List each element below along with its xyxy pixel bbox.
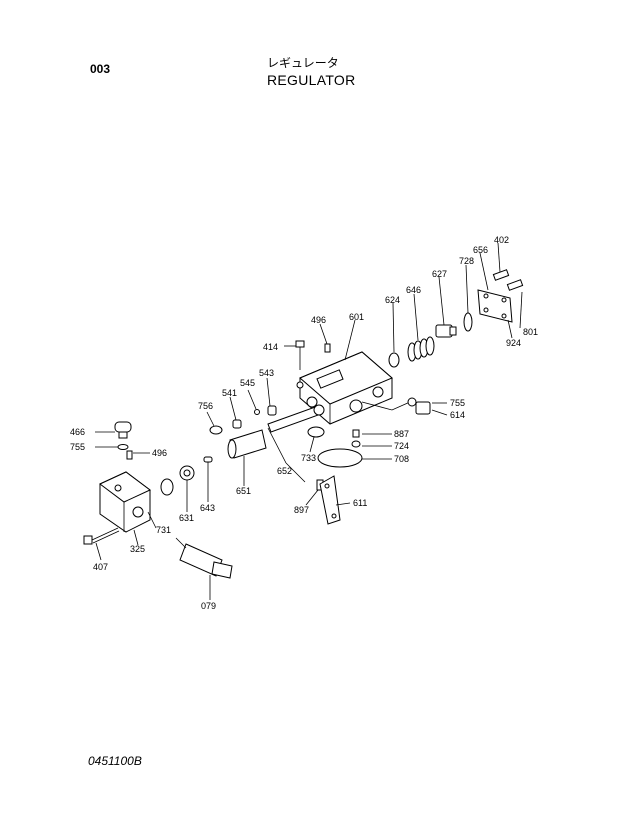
callout-402: 402 (494, 235, 509, 245)
callout-897: 897 (294, 505, 309, 515)
callout-731: 731 (156, 525, 171, 535)
plug-right (415, 401, 431, 415)
callout-755-right: 755 (450, 398, 465, 408)
callout-496-top: 496 (311, 315, 326, 325)
cover-plate (477, 289, 513, 323)
callout-643: 643 (200, 503, 215, 513)
callout-627: 627 (432, 269, 447, 279)
callout-414: 414 (263, 342, 278, 352)
spring (407, 336, 435, 362)
callout-labels: 402 656 728 627 646 624 496 601 414 543 … (70, 235, 538, 611)
callout-708: 708 (394, 454, 409, 464)
callout-624: 624 (385, 295, 400, 305)
callout-614: 614 (450, 410, 465, 420)
callout-325: 325 (130, 544, 145, 554)
o-ring (463, 312, 473, 332)
callout-887: 887 (394, 429, 409, 439)
document-code: 0451100B (88, 754, 142, 768)
washer (388, 352, 400, 368)
regulator-housing (296, 351, 411, 425)
leader-lines (95, 242, 523, 600)
large-o-ring (317, 448, 363, 468)
callout-601: 601 (349, 312, 364, 322)
solenoid (175, 537, 233, 579)
plug (435, 324, 457, 338)
callout-652: 652 (277, 466, 292, 476)
callout-079: 079 (201, 601, 216, 611)
callout-656: 656 (473, 245, 488, 255)
socket-bolt (295, 340, 305, 370)
sleeve (227, 429, 267, 459)
hex-bolt (83, 527, 120, 545)
callout-496-left: 496 (152, 448, 167, 458)
callout-466: 466 (70, 427, 85, 437)
cap-plug (114, 421, 132, 439)
callout-631: 631 (179, 513, 194, 523)
callout-407: 407 (93, 562, 108, 572)
callout-651: 651 (236, 486, 251, 496)
valve-block (99, 471, 151, 533)
title-japanese: レギュレータ (267, 56, 339, 70)
callout-545: 545 (240, 378, 255, 388)
title-english: REGULATOR (267, 72, 356, 88)
page-number: 003 (90, 62, 111, 76)
callout-755-left: 755 (70, 442, 85, 452)
callout-646: 646 (406, 285, 421, 295)
callout-924: 924 (506, 338, 521, 348)
callout-801: 801 (523, 327, 538, 337)
callout-724: 724 (394, 441, 409, 451)
lever (319, 475, 341, 525)
callout-541: 541 (222, 388, 237, 398)
callout-611: 611 (353, 498, 367, 508)
callout-543: 543 (259, 368, 274, 378)
spool (267, 404, 325, 433)
callout-728: 728 (459, 256, 474, 266)
callout-733: 733 (301, 453, 316, 463)
callout-756: 756 (198, 401, 213, 411)
